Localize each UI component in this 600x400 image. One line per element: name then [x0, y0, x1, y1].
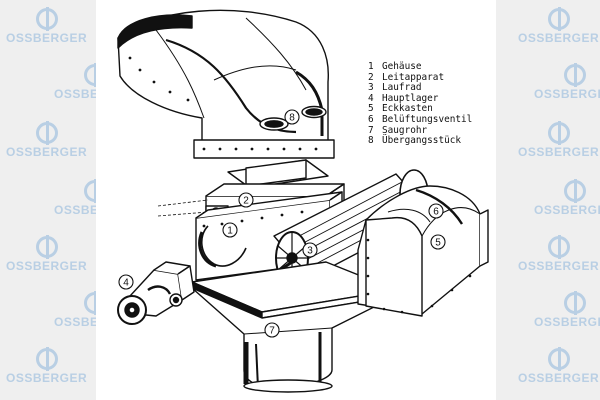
- callout-1: 1: [222, 222, 238, 238]
- legend-number: 3: [368, 82, 374, 94]
- legend-number: 1: [368, 61, 374, 72]
- legend-number: 2: [368, 71, 374, 83]
- ossberger-logo-icon: [35, 121, 58, 145]
- callout-8: 8: [284, 109, 300, 125]
- legend-number: 4: [368, 92, 374, 104]
- ossberger-logo-icon: [35, 235, 58, 259]
- legend-label: Saugrohr: [382, 124, 428, 136]
- watermark-strip-right: OSSBERGER OSSBERGER OSSBERGER OSSBERGER …: [496, 0, 600, 400]
- watermark-logo: OSSBERGER: [518, 7, 600, 45]
- callout-3: 3: [302, 242, 318, 258]
- ossberger-logo-icon: [35, 7, 58, 31]
- watermark-text: OSSBERGER: [518, 371, 600, 385]
- callout-2-label: 2: [243, 196, 249, 207]
- legend-item: 5 Eckkasten: [368, 104, 472, 115]
- turbine-exploded-drawing: 8 2 1 3 6 5 4: [117, 9, 489, 393]
- legend-item: 1 Gehäuse: [368, 61, 472, 73]
- watermark-logo: OSSBERGER: [6, 235, 88, 273]
- watermark-logo: OSSBERGER: [54, 63, 96, 101]
- ossberger-logo-icon: [563, 179, 586, 203]
- legend-item: 3 Laufrad: [368, 83, 472, 94]
- watermark-text: OSSBERGER: [534, 87, 600, 101]
- draft-tube: [191, 287, 397, 393]
- watermark-logo: OSSBERGER: [6, 347, 88, 385]
- watermark-text: OSSBERGER: [54, 315, 96, 329]
- legend-label: Eckkasten: [382, 103, 433, 115]
- watermark-logo: OSSBERGER: [54, 291, 96, 329]
- watermark-text: OSSBERGER: [54, 87, 96, 101]
- ossberger-logo-icon: [83, 291, 96, 315]
- watermark-text: OSSBERGER: [6, 145, 88, 159]
- legend-number: 5: [368, 103, 374, 115]
- watermark-logo: OSSBERGER: [6, 7, 88, 45]
- transition-piece: [117, 9, 335, 159]
- watermark-text: OSSBERGER: [6, 371, 88, 385]
- watermark-logo: OSSBERGER: [54, 179, 96, 217]
- legend-item: 2 Leitapparat: [368, 71, 472, 84]
- watermark-logo: OSSBERGER: [518, 235, 600, 273]
- main-bearing: [117, 261, 195, 325]
- callout-5: 5: [430, 234, 446, 250]
- ossberger-logo-icon: [563, 63, 586, 87]
- callout-2: 2: [238, 192, 254, 208]
- watermark-logo: OSSBERGER: [518, 121, 600, 159]
- legend-label: Laufrad: [382, 82, 422, 94]
- legend-label: Übergangsstück: [382, 135, 462, 147]
- legend-label: Gehäuse: [382, 61, 422, 72]
- watermark-logo: OSSBERGER: [534, 179, 600, 217]
- legend-label: Leitapparat: [382, 71, 445, 83]
- legend-item: 8 Übergangsstück: [368, 136, 472, 147]
- ossberger-logo-icon: [83, 179, 96, 203]
- callout-6: 6: [428, 203, 444, 219]
- watermark-text: OSSBERGER: [534, 315, 600, 329]
- ossberger-logo-icon: [547, 7, 570, 31]
- ossberger-logo-icon: [35, 347, 58, 371]
- corner-box: [357, 185, 489, 317]
- callout-3-label: 3: [307, 246, 313, 257]
- legend-number: 6: [368, 113, 374, 125]
- callout-8-label: 8: [289, 113, 295, 124]
- callout-markers: 8 2 1 3 6 5 4: [118, 109, 446, 338]
- watermark-text: OSSBERGER: [518, 259, 600, 273]
- watermark-text: OSSBERGER: [54, 203, 96, 217]
- legend-item: 4 Hauptlager: [368, 92, 472, 105]
- legend-number: 8: [368, 135, 374, 147]
- watermark-text: OSSBERGER: [6, 31, 88, 45]
- parts-legend: 1 Gehäuse 2 Leitapparat 3 Laufrad 4 Hauptlag…: [368, 61, 473, 147]
- legend-label: Belüftungsventil: [382, 113, 473, 125]
- watermark-text: OSSBERGER: [534, 203, 600, 217]
- callout-4: 4: [118, 274, 134, 290]
- watermark-text: OSSBERGER: [518, 31, 600, 45]
- watermark-text: OSSBERGER: [6, 259, 88, 273]
- watermark-text: OSSBERGER: [518, 145, 600, 159]
- callout-4-label: 4: [123, 278, 129, 289]
- ossberger-logo-icon: [547, 235, 570, 259]
- legend-item: 7 Saugrohr: [368, 124, 472, 137]
- watermark-logo: OSSBERGER: [6, 121, 88, 159]
- callout-1-label: 1: [227, 226, 233, 237]
- ossberger-logo-icon: [563, 291, 586, 315]
- flange-bolts: [128, 56, 318, 151]
- ossberger-logo-icon: [83, 63, 96, 87]
- legend-number: 7: [368, 124, 374, 136]
- watermark-logo: OSSBERGER: [534, 291, 600, 329]
- legend-label: Hauptlager: [382, 92, 439, 104]
- legend-item: 6 Belüftungsventil: [368, 113, 473, 126]
- watermark-logo: OSSBERGER: [518, 347, 600, 385]
- ossberger-logo-icon: [547, 347, 570, 371]
- callout-7: 7: [264, 322, 280, 338]
- ossberger-logo-icon: [547, 121, 570, 145]
- callout-5-label: 5: [435, 238, 441, 249]
- callout-6-label: 6: [433, 207, 439, 218]
- watermark-strip-left: OSSBERGER OSSBERGER OSSBERGER OSSBERGER …: [0, 0, 96, 400]
- watermark-logo: OSSBERGER: [534, 63, 600, 101]
- callout-7-label: 7: [269, 326, 275, 337]
